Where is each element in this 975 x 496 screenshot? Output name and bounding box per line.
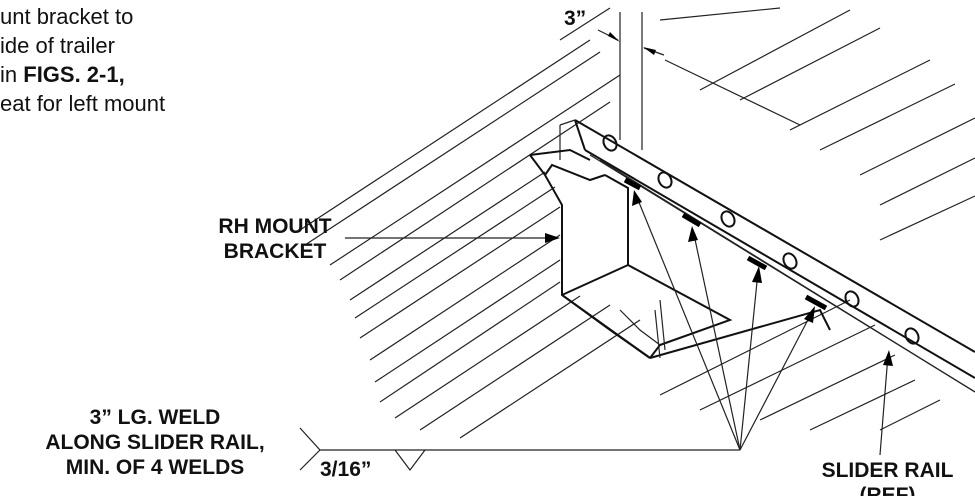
weld-note-line2: ALONG SLIDER RAIL, [45, 431, 265, 454]
rh-mount-bracket [529, 148, 831, 359]
slider-rail-label-line1: SLIDER RAIL [821, 459, 954, 482]
dimension-3in [597, 12, 665, 150]
slider-rail [559, 119, 975, 393]
bracket-leader [345, 233, 560, 243]
rh-mount-bracket-label-line2: BRACKET [223, 240, 327, 263]
weld-note-line3: MIN. OF 4 WELDS [65, 456, 245, 479]
instruction-line-3: in FIGS. 2-1, [0, 60, 240, 89]
instruction-line-1: unt bracket to [0, 4, 134, 29]
weld-marks [623, 177, 828, 311]
instruction-line-4: eat for left mount [0, 91, 166, 116]
slider-rail-label-line2: (REF) [859, 484, 916, 496]
weld-symbol [299, 190, 815, 471]
instruction-line-3-text: in [0, 62, 24, 87]
weld-size-label: 3/16” [320, 458, 372, 481]
figure-reference: FIGS. 2-1, [23, 62, 125, 87]
slider-rail-label: SLIDER RAIL (REF) [800, 458, 975, 496]
dimension-3in-label: 3” [564, 7, 587, 30]
rh-mount-bracket-label: RH MOUNT BRACKET [205, 214, 345, 264]
instruction-line-2: ide of trailer [0, 33, 115, 58]
weld-note-line1: 3” LG. WELD [89, 406, 221, 429]
rh-mount-bracket-label-line1: RH MOUNT [218, 215, 332, 238]
weld-note: 3” LG. WELD ALONG SLIDER RAIL, MIN. OF 4… [10, 405, 300, 480]
instruction-text: unt bracket to ide of trailer in FIGS. 2… [0, 2, 240, 118]
floor-lines [299, 7, 975, 439]
slider-rail-leader [879, 350, 893, 456]
